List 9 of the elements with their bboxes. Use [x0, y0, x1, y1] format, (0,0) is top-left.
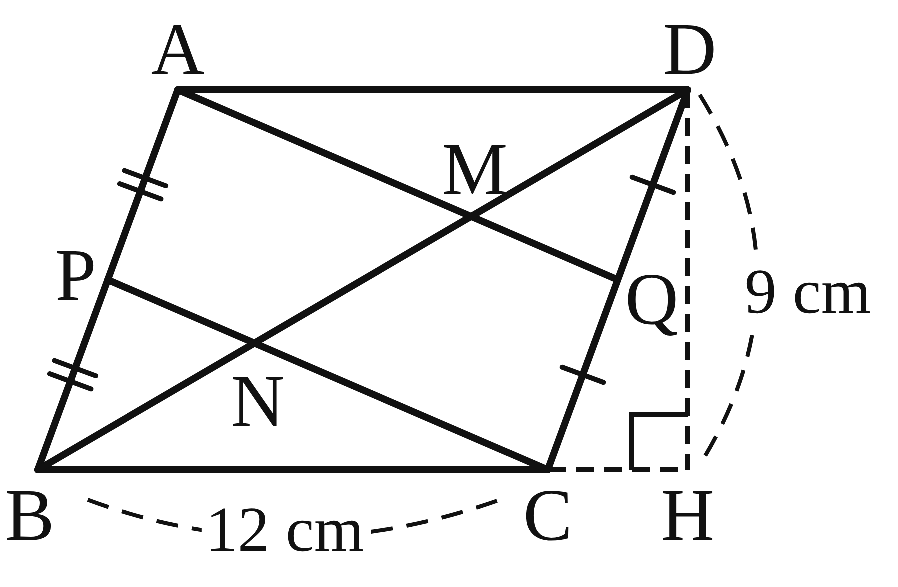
point-label: P [54, 239, 98, 313]
point-label: N [230, 365, 286, 439]
point-label: M [441, 133, 509, 207]
point-label: H [660, 479, 716, 553]
point-label: B [4, 479, 56, 553]
point-label: D [662, 13, 718, 87]
point-label: A [150, 13, 206, 87]
point-label: C [522, 479, 574, 553]
point-label: Q [624, 263, 680, 337]
